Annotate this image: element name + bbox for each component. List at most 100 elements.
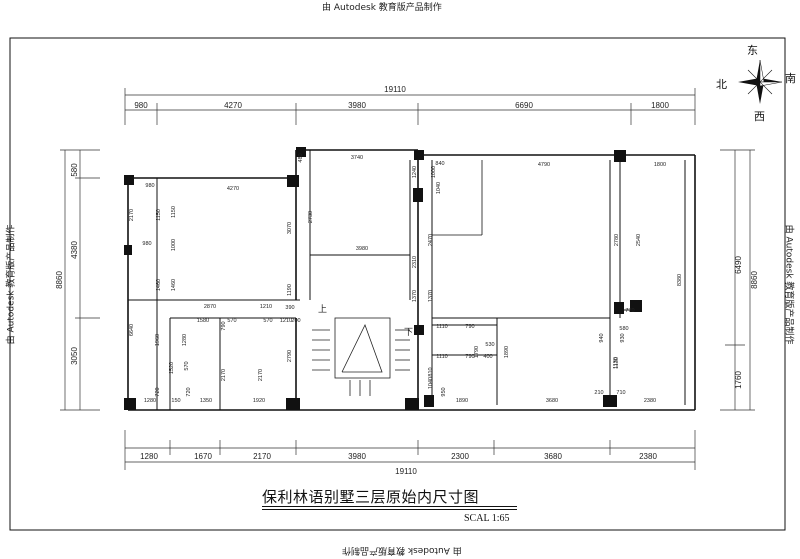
right-outer-dim: 1760 [734,371,743,389]
sheet-border [9,37,786,531]
interior-dim: 770 [625,308,634,314]
drawing-title: 保利林语别墅三层原始内尺寸图 [262,488,480,506]
watermark-top: 由 Autodesk 教育版产品制作 [322,3,442,13]
interior-dim: 6640 [129,324,135,336]
interior-dim: 930 [620,333,626,342]
compass-south-label: 南 [785,72,796,85]
bottom-dimension-lines [124,430,696,470]
interior-dim: 2170 [129,209,135,221]
interior-dim: 1280 [144,398,156,404]
interior-dim: 1040 [428,377,434,389]
interior-dim: 2870 [204,304,216,310]
interior-dim: 4790 [538,162,550,168]
interior-dim: 1350 [200,398,212,404]
right-total-dim: 8860 [750,271,759,289]
top-seg-dim: 1800 [651,101,669,110]
interior-dim: 720 [186,387,192,396]
interior-dim: 1190 [287,284,293,296]
interior-dim: 3070 [287,222,293,234]
interior-dim: 1890 [504,346,510,358]
interior-dim: 2170 [258,369,264,381]
bottom-dimension-texts: 1280 1670 2170 3980 2300 3680 2380 19110 [140,452,657,476]
interior-dim: 200 [291,318,300,324]
interior-dim: 980 [142,241,151,247]
interior-dim: 1370 [412,290,418,302]
compass-north-label: 北 [716,78,727,91]
structural-columns [124,147,642,410]
top-seg-dim: 4270 [224,101,242,110]
bottom-seg-dim: 1280 [140,452,158,461]
bottom-seg-dim: 2380 [639,452,657,461]
interior-dim: 1040 [436,182,442,194]
interior-dim: 1460 [171,279,177,291]
interior-dim: 790 [465,324,474,330]
left-dimension-texts: 580 4380 3050 8860 [55,163,79,365]
left-outer-dim: 3050 [70,347,79,365]
interior-dim: 1210 [280,318,292,324]
title-underline [262,506,517,507]
left-outer-dim: 4380 [70,241,79,259]
interior-dim: 480 [298,153,304,162]
interior-dim: 1920 [253,398,265,404]
watermark-left: 由 Autodesk 教育版产品制作 [6,224,17,345]
interior-dim: 1800 [654,162,666,168]
interior-dim: 1110 [436,324,447,330]
compass-west-label: 西 [754,110,765,123]
interior-dim: 1130 [614,357,620,369]
interior-dim: 1460 [156,279,162,291]
left-outer-dim: 580 [70,163,79,177]
right-dimension-texts: 6490 1760 8860 [734,256,759,389]
interior-dim: 1520 [169,362,175,374]
interior-dim: 1000 [431,166,437,178]
interior-dim: 530 [485,342,494,348]
interior-dim: 1890 [456,398,468,404]
interior-dim: 400 [483,354,492,360]
watermark-bottom: 由 Autodesk 教育版产品制作 [342,545,462,555]
interior-dim: 1000 [171,239,177,251]
interior-dim: 2470 [428,234,434,246]
top-seg-dim: 980 [134,101,148,110]
walls [127,149,696,411]
right-outer-dim: 6490 [734,256,743,274]
top-seg-dim: 3980 [348,101,366,110]
interior-dim: 1210 [260,304,272,310]
top-dimension-texts: 19110 980 4270 3980 6690 1800 [134,85,669,110]
interior-dim: 2540 [636,234,642,246]
interior-dim: 940 [599,333,605,342]
left-dimension-lines [60,149,100,411]
left-total-dim: 8860 [55,271,64,289]
top-seg-dim: 6690 [515,101,533,110]
interior-dim: 570 [263,318,272,324]
interior-dim: 580 [619,326,628,332]
right-dimension-lines [720,149,755,411]
bottom-seg-dim: 1670 [194,452,212,461]
interior-dim: 810 [428,367,434,376]
interior-dim: 8380 [677,274,683,286]
interior-dim: 1240 [412,166,418,178]
interior-dim: 3980 [356,246,368,252]
watermark-right: 由 Autodesk 教育版产品制作 [783,224,794,345]
interior-dim: 1150 [156,209,162,221]
interior-dim: 570 [184,361,190,370]
interior-dim: 2380 [644,398,656,404]
interior-dim: 150 [171,398,180,404]
stair-up-label: 上 [318,304,327,314]
top-total-dim: 19110 [384,85,406,94]
interior-dim: 2730 [308,211,314,223]
interior-dim: 720 [155,387,161,396]
interior-dim: 1370 [428,290,434,302]
interior-dim: 2310 [412,256,418,268]
interior-dim: 1110 [436,354,447,360]
interior-dim: 1790 [474,346,480,358]
compass-rose [738,59,783,104]
interior-dim: 840 [435,161,444,167]
interior-dim: 790 [465,354,474,360]
interior-dim: 1130 [613,357,619,369]
stair-down-label: 下 [404,327,413,337]
interior-dim: 2790 [287,350,293,362]
title-underline-2 [262,509,517,510]
bottom-total-dim: 19110 [395,467,417,476]
interior-dim: 790 [221,321,227,330]
